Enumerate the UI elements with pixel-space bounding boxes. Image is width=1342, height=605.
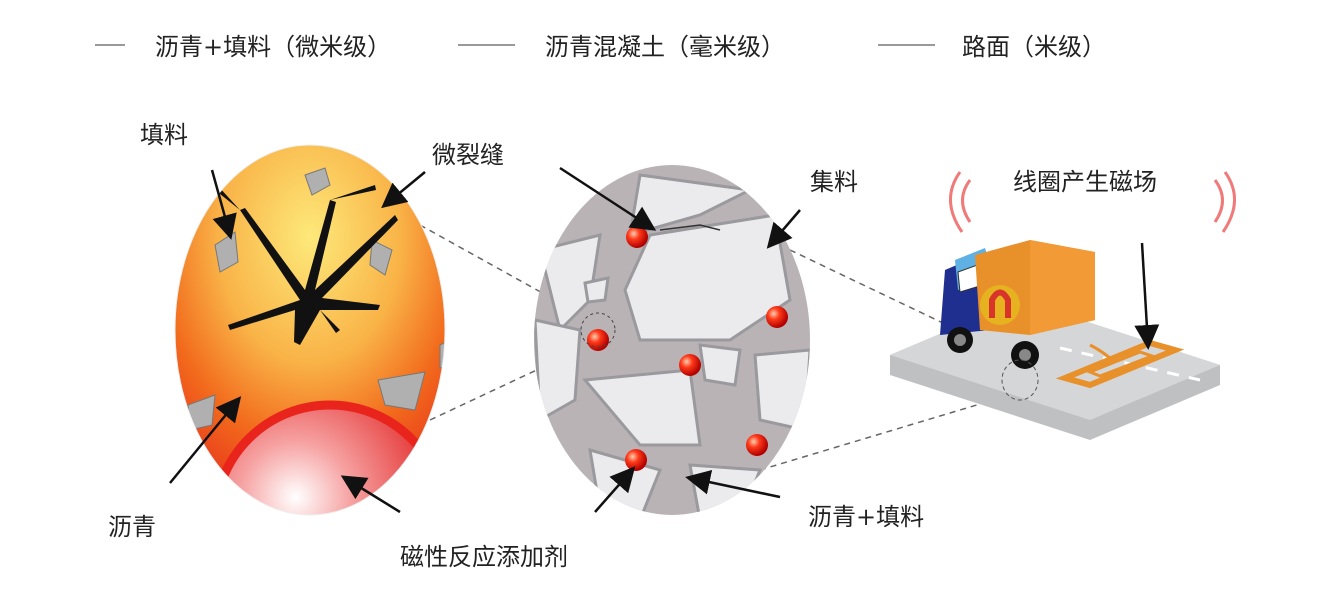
label-coil-field: 线圈产生磁场 [1013,168,1157,196]
label-asphalt: 沥青 [108,513,156,541]
legend-label-milli: 沥青混凝土（毫米级） [545,33,785,61]
label-asphalt-filler: 沥青+填料 [808,503,924,531]
legend: 沥青+填料（微米级） 沥青混凝土（毫米级） 路面（米级） [95,33,1106,61]
label-filler: 填料 [140,121,188,149]
legend-label-meter: 路面（米级） [962,33,1106,61]
label-aggregate: 集料 [810,168,858,196]
microcrack-line [659,224,721,231]
label-magnetic-additive: 磁性反应添加剂 [400,543,568,571]
magnetic-field-waves [949,171,1236,233]
annotation-arrows [169,166,1160,514]
legend-label-micro: 沥青+填料（微米级） [155,33,391,61]
label-microcrack: 微裂缝 [432,141,504,169]
truck [940,240,1095,401]
road-scale-view [890,171,1236,440]
aggregate-particles [534,173,810,515]
induction-coil [1055,339,1185,389]
micro-scale-view [174,144,446,516]
milli-scale-view [534,165,810,515]
microcrack-pattern [215,185,398,345]
magnetic-additive-dots [587,226,788,471]
magnetic-particle [210,400,445,515]
